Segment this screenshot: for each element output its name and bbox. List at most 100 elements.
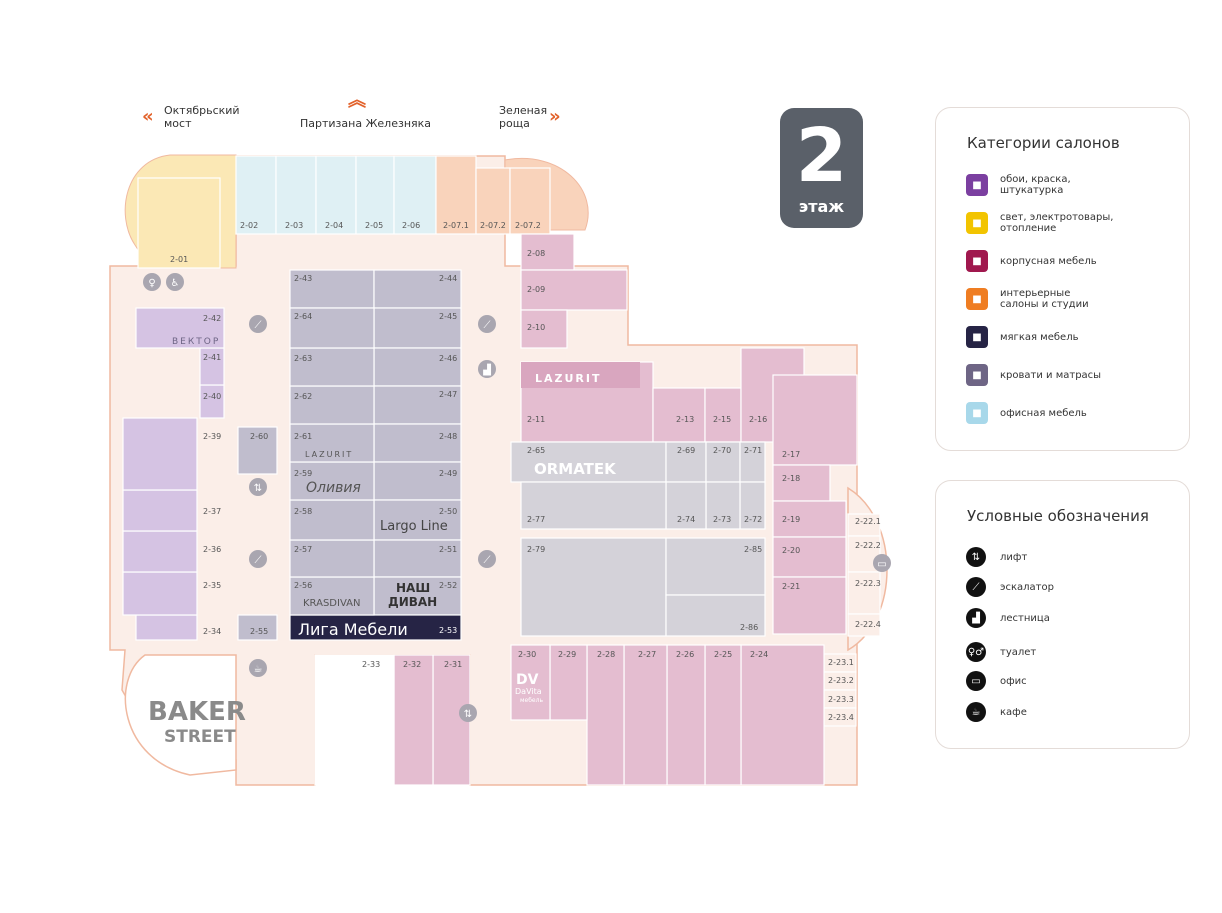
brand-nash-divan-bottom: ДИВАН — [388, 595, 437, 609]
unit-label: 2-48 — [439, 432, 457, 441]
unit-label: 2-27 — [638, 650, 656, 659]
unit-label: 2-01 — [170, 255, 188, 264]
map-icons: ⟋⟋▟⇅⟋⟋☕⇅♀♿▭ — [143, 273, 891, 722]
store-unit-2-71 — [739, 441, 766, 483]
escalator-icon — [478, 315, 496, 333]
store-unit-2-77 — [520, 481, 667, 530]
store-unit-2-08 — [520, 233, 575, 271]
unit-label: 2-77 — [527, 515, 545, 524]
unit-label: 2-70 — [713, 446, 731, 455]
store-unit-2-24 — [740, 644, 825, 786]
unit-label: 2-07.2 — [480, 221, 506, 230]
store-unit-2-03 — [275, 155, 317, 235]
category-item: ■корпусная мебель — [966, 247, 1097, 275]
unit-label: 2-11 — [527, 415, 545, 424]
category-label: мягкая мебель — [1000, 332, 1078, 343]
legend-item: ☕кафе — [966, 698, 1027, 726]
store-unit-2-18 — [772, 464, 831, 502]
brand-davita-name: DaVita — [515, 687, 542, 696]
unit-label: 2-23.2 — [828, 676, 854, 685]
store-unit-2-26 — [666, 644, 706, 786]
office-chair-icon: ■ — [966, 402, 988, 424]
chevron-right-icon: » — [549, 106, 561, 127]
categories-panel: Категории салонов ■ обои, краска,штукатур… — [935, 107, 1190, 451]
store-unit-2-49 — [373, 461, 462, 501]
store-unit-2-42 — [135, 307, 225, 349]
office-icon: ▭ — [966, 671, 986, 691]
legend-label: туалет — [1000, 646, 1037, 658]
store-unit-2-07.2 — [475, 167, 511, 235]
store-unit-2-65 — [510, 441, 667, 483]
unit-label: 2-15 — [713, 415, 731, 424]
category-label-line1: обои, краска, — [1000, 174, 1071, 185]
unit-label: 2-37 — [203, 507, 221, 516]
unit-label: 2-53 — [439, 626, 457, 635]
brand-nash-divan-top: НАШ — [396, 581, 430, 595]
category-label: кровати и матрасы — [1000, 370, 1101, 381]
unit-label: 2-51 — [439, 545, 457, 554]
direction-center-label: Партизана Железняка — [300, 117, 432, 130]
store-unit-2-51 — [373, 539, 462, 578]
store-unit-2-86 — [665, 594, 766, 637]
unit-label: 2-31 — [444, 660, 462, 669]
store-unit-2-61 — [289, 423, 375, 463]
legend-label: эскалатор — [1000, 581, 1054, 593]
store-unit-2-60 — [237, 426, 278, 475]
store-unit-2-07.2 — [509, 167, 551, 235]
legend-title: Условные обозначения — [967, 507, 1149, 525]
elevator-icon-glyph: ⇅ — [254, 483, 262, 494]
unit-label: 2-21 — [782, 582, 800, 591]
category-item: ■ обои, краска,штукатурка — [966, 171, 1071, 199]
store-unit-2-53 — [289, 614, 462, 641]
brand-baker-street-top: BAKER — [148, 697, 246, 727]
unit-label: 2-64 — [294, 312, 312, 321]
legend-item: ♀♂туалет — [966, 638, 1036, 666]
unit-label: 2-03 — [285, 221, 303, 230]
unit-label: 2-35 — [203, 581, 221, 590]
accessible-icon — [166, 273, 184, 291]
store-unit-2-39 — [122, 417, 198, 491]
unit-label: 2-22.1 — [855, 517, 881, 526]
direction-zelenaya: Зеленая роща — [499, 104, 547, 130]
category-label-line2: штукатурка — [1000, 185, 1064, 196]
unit-label: 2-22.3 — [855, 579, 881, 588]
store-unit-2-04 — [315, 155, 357, 235]
unit-label: 2-19 — [782, 515, 800, 524]
category-label-line1: мягкая мебель — [1000, 331, 1079, 343]
store-unit-2-72 — [739, 481, 766, 530]
categories-title: Категории салонов — [967, 134, 1120, 152]
unit-label: 2-44 — [439, 274, 457, 283]
unit-label: 2-22.4 — [855, 620, 881, 629]
unit-label: 2-58 — [294, 507, 312, 516]
store-unit-2-59 — [289, 461, 375, 501]
unit-label: 2-08 — [527, 249, 545, 258]
store-unit-2-41 — [199, 347, 225, 386]
toilet-icon-glyph: ♀ — [148, 278, 155, 289]
unit-label: 2-39 — [203, 432, 221, 441]
unit-label: 2-33 — [362, 660, 380, 669]
unit-label: 2-34 — [203, 627, 221, 636]
escalator-icon — [478, 550, 496, 568]
interior-studio-icon: ■ — [966, 288, 988, 310]
elevator-icon-glyph: ⇅ — [464, 709, 472, 720]
unit-label: 2-46 — [439, 354, 457, 363]
legend-item: ▭офис — [966, 667, 1027, 695]
store-unit-2-33 — [314, 654, 395, 786]
store-unit-2-25 — [704, 644, 742, 786]
unit-label: 2-47 — [439, 390, 457, 399]
paint-roller-icon: ■ — [966, 174, 988, 196]
unit-label: 2-49 — [439, 469, 457, 478]
store-unit-2-73 — [705, 481, 741, 530]
baker-street-rotunda — [124, 654, 237, 776]
category-label-line1: корпусная мебель — [1000, 255, 1097, 267]
category-label-line2: отопление — [1000, 223, 1057, 234]
unit-label: 2-85 — [744, 545, 762, 554]
stairs-icon: ▟ — [966, 608, 986, 628]
store-unit-2-44 — [373, 269, 462, 309]
store-unit-2-21 — [772, 576, 847, 635]
unit-label: 2-42 — [203, 314, 221, 323]
unit-label: 2-18 — [782, 474, 800, 483]
chevron-up-icon: ︽ — [348, 90, 366, 111]
elevator-icon: ⇅ — [966, 547, 986, 567]
